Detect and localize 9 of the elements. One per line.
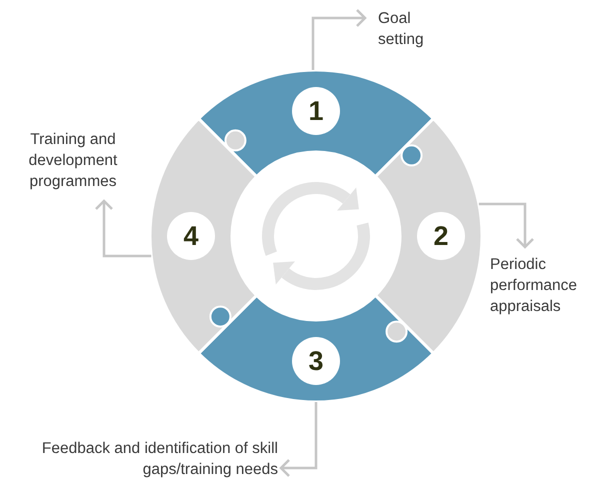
- step-label: Training and development programmes: [14, 129, 132, 192]
- arrow: [478, 202, 534, 248]
- arrow: [94, 200, 152, 258]
- arrow: [280, 402, 318, 478]
- step-label: Feedback and identification of skill gaps/training needs: [40, 438, 278, 480]
- step-label: Goal setting: [378, 8, 438, 50]
- puzzle-segment: [148, 117, 258, 355]
- arrow: [312, 8, 366, 70]
- step-label: Periodic performance appraisals: [490, 254, 602, 317]
